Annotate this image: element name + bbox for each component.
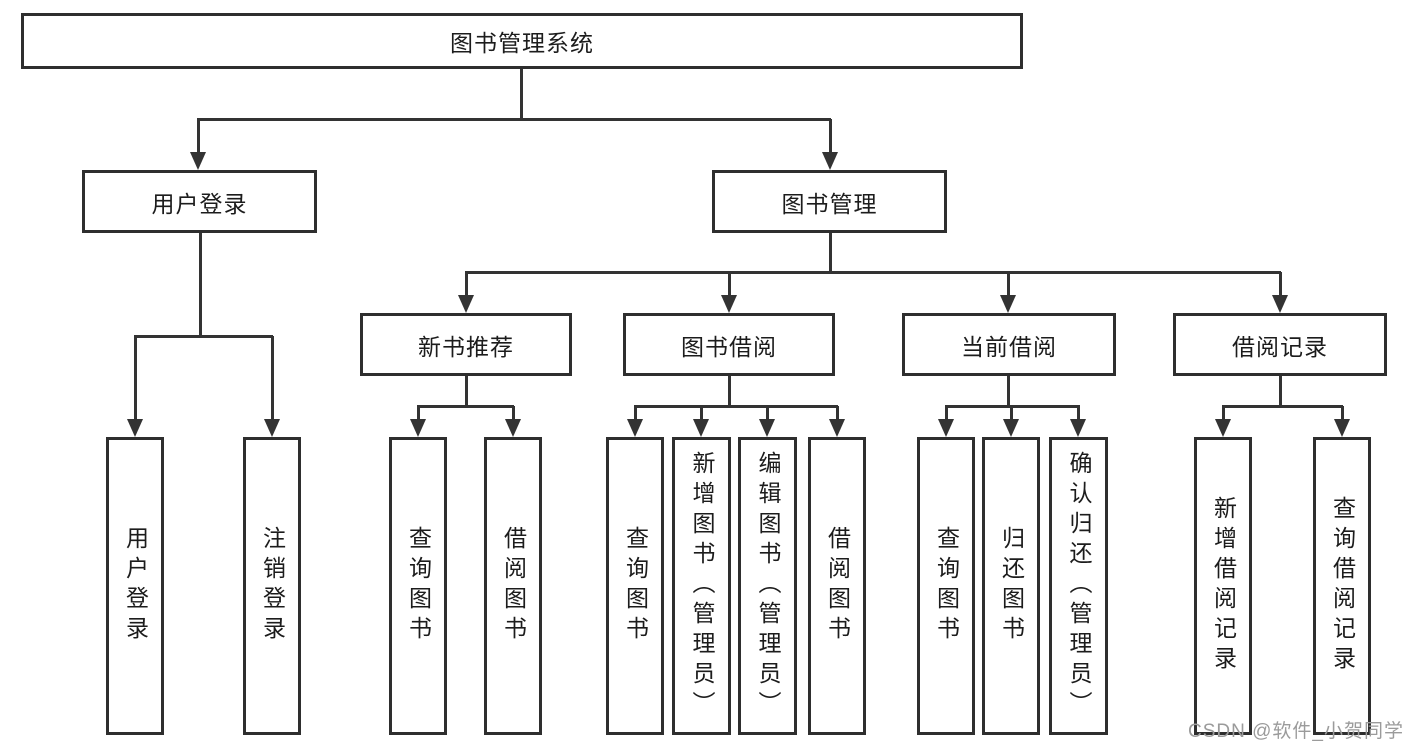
connector-line — [699, 406, 703, 423]
leaf-logout: 注销登录 — [243, 437, 301, 735]
connector-line — [270, 336, 274, 423]
arrow-down-icon — [822, 152, 838, 170]
connector-line — [196, 119, 200, 156]
arrow-down-icon — [1000, 295, 1016, 313]
connector-line — [511, 406, 515, 423]
leaf-label: 用户登录 — [122, 526, 149, 646]
leaf-edit-books-admin: 编辑图书（管理员） — [738, 437, 797, 735]
node-label: 图书管理 — [781, 190, 878, 217]
leaf-label: 新增图书（管理员） — [689, 451, 715, 721]
leaf-label: 查询图书 — [933, 526, 960, 646]
leaf-label: 编辑图书（管理员） — [755, 451, 781, 721]
connector-line — [464, 272, 468, 299]
node-label: 图书管理系统 — [450, 30, 594, 56]
node-label: 借阅记录 — [1232, 333, 1328, 360]
arrow-down-icon — [1070, 419, 1086, 437]
connector-line — [134, 334, 273, 338]
connector-line — [465, 270, 1281, 274]
node-new-book-recommendation: 新书推荐 — [360, 313, 572, 376]
leaf-query-books-recommend: 查询图书 — [389, 437, 447, 735]
connector-line — [1222, 404, 1343, 408]
arrow-down-icon — [938, 419, 954, 437]
connector-line — [464, 376, 468, 408]
connector-line — [1006, 376, 1010, 408]
arrow-down-icon — [190, 152, 206, 170]
leaf-confirm-return-admin: 确认归还（管理员） — [1049, 437, 1108, 735]
arrow-down-icon — [759, 419, 775, 437]
arrow-down-icon — [1334, 419, 1350, 437]
connector-line — [835, 406, 839, 423]
node-label: 新书推荐 — [418, 333, 514, 360]
connector-line — [417, 404, 514, 408]
arrow-down-icon — [505, 419, 521, 437]
leaf-borrow-books: 借阅图书 — [808, 437, 866, 735]
connector-line — [1278, 376, 1282, 408]
leaf-label: 借阅图书 — [824, 526, 851, 646]
leaf-label: 查询图书 — [405, 526, 432, 646]
arrow-down-icon — [721, 295, 737, 313]
arrow-down-icon — [829, 419, 845, 437]
node-user-login: 用户登录 — [82, 170, 317, 233]
node-library-management-system: 图书管理系统 — [21, 13, 1023, 69]
connector-line — [828, 119, 832, 156]
watermark: CSDN @软件_小贺同学 — [1188, 721, 1404, 742]
connector-line — [1221, 406, 1225, 423]
node-label: 图书借阅 — [681, 333, 777, 360]
connector-line — [633, 406, 637, 423]
arrow-down-icon — [1272, 295, 1288, 313]
connector-line — [1006, 272, 1010, 299]
connector-line — [945, 404, 1080, 408]
node-label: 用户登录 — [151, 190, 248, 217]
connector-line — [727, 376, 731, 408]
connector-line — [828, 233, 832, 274]
connector-line — [765, 406, 769, 423]
leaf-add-borrow-record: 新增借阅记录 — [1194, 437, 1252, 735]
arrow-down-icon — [1003, 419, 1019, 437]
leaf-user-login: 用户登录 — [106, 437, 164, 735]
connector-line — [133, 336, 137, 423]
leaf-borrow-books-recommend: 借阅图书 — [484, 437, 542, 735]
connector-line — [634, 404, 838, 408]
arrow-down-icon — [1215, 419, 1231, 437]
node-label: 当前借阅 — [961, 333, 1057, 360]
connector-line — [1340, 406, 1344, 423]
leaf-add-books-admin: 新增图书（管理员） — [672, 437, 731, 735]
arrow-down-icon — [693, 419, 709, 437]
leaf-return-books: 归还图书 — [982, 437, 1040, 735]
connector-line — [1009, 406, 1013, 423]
connector-line — [416, 406, 420, 423]
arrow-down-icon — [410, 419, 426, 437]
leaf-label: 新增借阅记录 — [1210, 496, 1237, 676]
node-borrowing-records: 借阅记录 — [1173, 313, 1387, 376]
leaf-label: 查询借阅记录 — [1329, 496, 1356, 676]
leaf-label: 借阅图书 — [500, 526, 527, 646]
leaf-query-books-borrowing: 查询图书 — [606, 437, 664, 735]
leaf-label: 确认归还（管理员） — [1066, 451, 1092, 721]
connector-line — [197, 117, 831, 121]
node-book-borrowing: 图书借阅 — [623, 313, 835, 376]
connector-line — [727, 272, 731, 299]
connector-line — [1076, 406, 1080, 423]
leaf-label: 注销登录 — [259, 526, 286, 646]
leaf-query-books-current: 查询图书 — [917, 437, 975, 735]
arrow-down-icon — [627, 419, 643, 437]
node-book-management: 图书管理 — [712, 170, 947, 233]
connector-line — [198, 233, 202, 338]
connector-line — [519, 67, 523, 121]
leaf-label: 查询图书 — [622, 526, 649, 646]
leaf-label: 归还图书 — [998, 526, 1025, 646]
arrow-down-icon — [127, 419, 143, 437]
connector-line — [944, 406, 948, 423]
node-current-borrowing: 当前借阅 — [902, 313, 1116, 376]
leaf-query-borrow-record: 查询借阅记录 — [1313, 437, 1371, 735]
arrow-down-icon — [264, 419, 280, 437]
arrow-down-icon — [458, 295, 474, 313]
connector-line — [1278, 272, 1282, 299]
